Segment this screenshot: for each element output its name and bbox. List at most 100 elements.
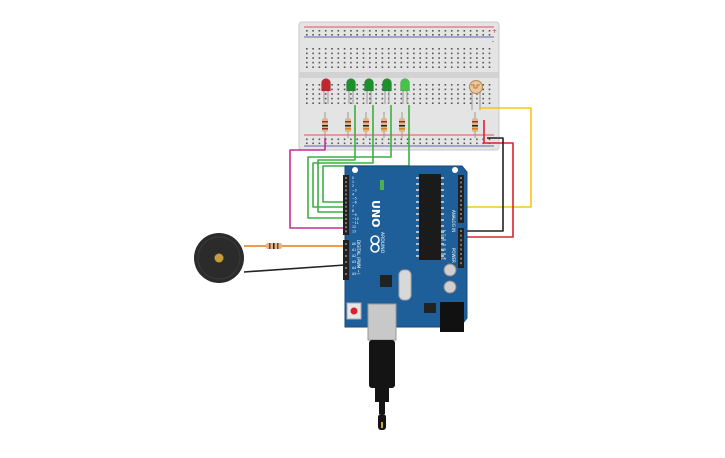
power-pin[interactable]	[460, 230, 462, 232]
led-group	[321, 78, 410, 105]
power-pin[interactable]	[460, 190, 462, 193]
rail-hole	[350, 30, 352, 32]
led-green[interactable]	[400, 78, 410, 105]
wire-green-led3[interactable]	[312, 105, 374, 208]
terminal-hole	[482, 93, 484, 95]
wire-black-buzzer[interactable]	[243, 264, 346, 273]
analog-pin[interactable]	[345, 249, 347, 251]
wire-green-led2[interactable]	[317, 105, 356, 213]
rail-hole	[488, 34, 491, 36]
wire-magenta-led1[interactable]	[289, 138, 345, 229]
wire-yellow-ldr[interactable]	[462, 107, 532, 208]
power-pin[interactable]	[460, 199, 462, 202]
resistor-led4[interactable]	[381, 112, 387, 138]
power-pin[interactable]	[460, 248, 462, 251]
power-header-top[interactable]	[458, 175, 464, 223]
terminal-hole	[369, 57, 371, 59]
terminal-hole	[343, 97, 346, 100]
analog-pin[interactable]	[345, 243, 347, 245]
terminal-hole	[343, 88, 346, 91]
digital-pin[interactable]	[345, 185, 347, 188]
digital-pin[interactable]	[345, 213, 347, 216]
terminal-hole	[331, 57, 333, 59]
piezo-buzzer[interactable]	[194, 233, 244, 283]
power-pin[interactable]	[460, 181, 462, 184]
power-pin[interactable]	[460, 208, 462, 211]
wire-green-led5[interactable]	[322, 105, 410, 203]
digital-pin[interactable]	[345, 222, 347, 225]
wire-green-led4[interactable]	[307, 105, 392, 219]
terminal-hole	[375, 52, 377, 55]
digital-pin[interactable]	[345, 205, 347, 208]
wire-red-5v[interactable]	[462, 142, 514, 238]
power-pin[interactable]	[460, 186, 462, 188]
power-pin[interactable]	[460, 253, 462, 255]
digital-pin[interactable]	[345, 201, 347, 204]
analog-pin[interactable]	[345, 255, 347, 257]
power-header-bottom[interactable]	[458, 228, 464, 268]
rail-hole	[362, 34, 365, 36]
usb-b-connector[interactable]	[367, 303, 397, 341]
resistor-led2[interactable]	[345, 112, 351, 138]
power-pin[interactable]	[460, 213, 462, 215]
terminal-hole	[419, 97, 421, 100]
led-red[interactable]	[321, 78, 331, 105]
power-pin[interactable]	[460, 234, 462, 237]
rail-hole	[356, 34, 358, 36]
resistor-ldr[interactable]	[472, 112, 478, 138]
power-pin[interactable]	[460, 204, 462, 206]
chip-pin	[416, 243, 419, 245]
rail-hole	[438, 30, 440, 32]
resistor-led1[interactable]	[322, 112, 328, 138]
led-green[interactable]	[382, 78, 392, 105]
analog-pin[interactable]	[345, 261, 347, 263]
led-green[interactable]	[346, 78, 356, 105]
dc-power-jack[interactable]	[440, 302, 464, 332]
resistor-led3[interactable]	[363, 112, 369, 138]
power-pin[interactable]	[460, 243, 462, 246]
digital-pin[interactable]	[345, 181, 347, 184]
digital-pin[interactable]	[345, 230, 347, 233]
rail-hole	[469, 138, 472, 141]
digital-pin[interactable]	[345, 177, 347, 179]
led-green[interactable]	[364, 78, 374, 105]
power-pin-label: GND	[439, 252, 447, 256]
rail-hole	[318, 138, 321, 141]
terminal-hole	[312, 93, 314, 95]
terminal-hole	[450, 61, 453, 64]
terminal-hole	[463, 84, 466, 86]
analog-pin[interactable]	[345, 267, 347, 269]
terminal-hole	[387, 57, 390, 59]
resistor-buzzer[interactable]	[266, 243, 282, 249]
resistor-led5[interactable]	[399, 112, 405, 138]
reset-button-cap[interactable]	[350, 307, 358, 315]
digital-pin[interactable]	[345, 226, 347, 229]
terminal-hole	[381, 48, 384, 50]
power-pin[interactable]	[460, 262, 462, 265]
rail-hole	[331, 30, 333, 32]
power-pin[interactable]	[460, 239, 462, 242]
digital-header[interactable]	[343, 175, 349, 235]
photoresistor[interactable]	[469, 80, 483, 111]
terminal-hole	[362, 57, 365, 59]
digital-pin[interactable]	[345, 218, 347, 220]
digital-pin[interactable]	[345, 189, 347, 192]
wire-black-gnd[interactable]	[462, 137, 504, 232]
power-pin[interactable]	[460, 177, 462, 179]
terminal-hole	[419, 84, 421, 86]
rail-hole	[425, 142, 428, 145]
analog-pin[interactable]	[345, 273, 347, 275]
power-pin[interactable]	[460, 195, 462, 197]
terminal-hole	[400, 102, 403, 104]
power-pin[interactable]	[460, 257, 462, 260]
terminal-hole	[463, 61, 466, 64]
usb-cable[interactable]	[369, 340, 395, 430]
digital-pin[interactable]	[345, 197, 347, 200]
digital-pin[interactable]	[345, 193, 347, 196]
rail-hole	[425, 138, 428, 141]
digital-pin[interactable]	[345, 209, 347, 212]
analog-header[interactable]	[343, 240, 349, 280]
rail-hole	[444, 138, 447, 141]
power-pin[interactable]	[460, 217, 462, 220]
